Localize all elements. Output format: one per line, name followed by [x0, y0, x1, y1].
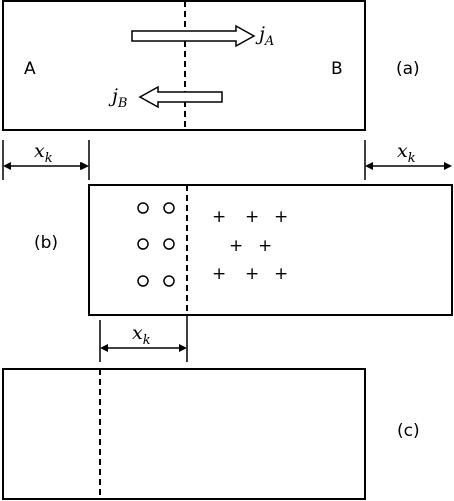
- hole-marker: [137, 202, 149, 214]
- shift-left-label: xk: [34, 140, 53, 166]
- shift-right-label: xk: [397, 140, 416, 166]
- plus-group: + + + + + + + +: [212, 207, 288, 284]
- panel-c-label: (c): [397, 421, 420, 441]
- hole-marker: [163, 275, 175, 287]
- hole-marker: [137, 275, 149, 287]
- current-b-arrow: [138, 85, 223, 109]
- panel-a: jA jB A B (a): [2, 0, 420, 131]
- panel-c: (c): [2, 368, 420, 500]
- panel-b-box: [88, 184, 453, 316]
- plus-marker: +: [229, 236, 243, 256]
- region-b-label: B: [331, 59, 343, 79]
- shift-indicator-middle: xk: [99, 315, 188, 362]
- region-a-label: A: [24, 59, 36, 79]
- plus-marker: +: [274, 207, 288, 227]
- plus-marker: +: [212, 207, 226, 227]
- hole-group: [137, 202, 175, 287]
- hole-marker: [163, 238, 175, 250]
- plus-marker: +: [258, 236, 272, 256]
- shift-indicator-left: xk: [2, 140, 90, 180]
- panel-a-label: (a): [396, 59, 420, 79]
- current-b-label: jB: [108, 85, 127, 111]
- shift-middle-label: xk: [132, 322, 151, 348]
- plus-marker: +: [274, 264, 288, 284]
- hole-marker: [163, 202, 175, 214]
- shift-indicator-right: xk: [364, 140, 452, 180]
- plus-marker: +: [212, 264, 226, 284]
- plus-marker: +: [245, 264, 259, 284]
- hole-marker: [137, 238, 149, 250]
- plus-marker: +: [245, 207, 259, 227]
- panel-b: (b) + + + + + + + +: [34, 184, 453, 316]
- current-a-label: jA: [255, 23, 274, 49]
- current-a-arrow: [131, 24, 256, 48]
- panel-b-label: (b): [34, 233, 58, 253]
- panel-c-box: [2, 368, 366, 500]
